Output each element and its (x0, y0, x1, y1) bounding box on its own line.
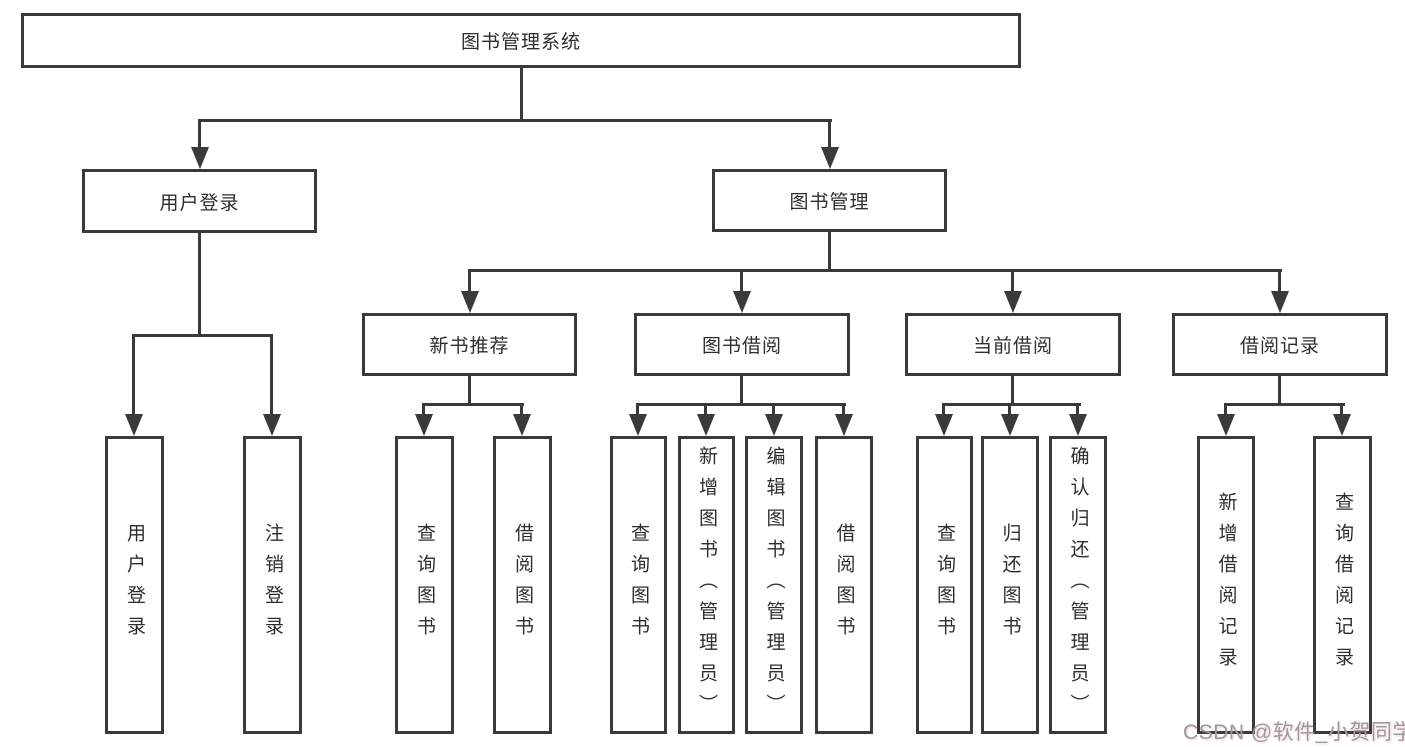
connector-new-books-bar (423, 403, 524, 406)
arrowhead-user-login (191, 147, 209, 169)
node-book-mgmt: 图书管理 (712, 169, 947, 232)
leaf-logout: 注销登录 (243, 436, 302, 734)
leaf-br-query-record-label: 查询借阅记录 (1332, 492, 1353, 678)
leaf-bb-edit-books-admin-label: 编辑图书（管理员） (763, 445, 785, 725)
arrowhead-book-mgmt (821, 147, 839, 169)
leaf-logout-label: 注销登录 (262, 523, 283, 647)
connector-stem-book-mgmt (828, 119, 831, 149)
connector-stem-cb-query (942, 403, 945, 416)
leaf-nb-query-books-label: 查询图书 (414, 523, 435, 647)
leaf-bb-query-books: 查询图书 (610, 436, 667, 734)
arrowhead-cb-return (1001, 414, 1019, 436)
leaf-nb-query-books: 查询图书 (395, 436, 454, 734)
arrowhead-nb-borrow (513, 414, 531, 436)
arrowhead-bb-borrow (835, 414, 853, 436)
node-new-books-label: 新书推荐 (429, 336, 510, 357)
connector-stem-cb-confirm (1076, 403, 1079, 416)
connector-current-borrow-bar (943, 403, 1081, 406)
node-new-books: 新书推荐 (362, 313, 577, 376)
node-user-login-label: 用户登录 (159, 192, 240, 214)
arrowhead-borrow-records (1271, 291, 1289, 313)
connector-user-login-bar (133, 334, 273, 337)
arrowhead-br-query (1333, 414, 1351, 436)
connector-stem-br-query (1340, 403, 1343, 416)
connector-stem-br-add (1224, 403, 1227, 416)
leaf-nb-borrow-books: 借阅图书 (493, 436, 552, 734)
connector-borrow-records-bar (1225, 403, 1345, 406)
leaf-cb-return-books-label: 归还图书 (999, 523, 1021, 647)
node-root-library-system: 图书管理系统 (21, 13, 1021, 68)
connector-book-mgmt-stem (828, 232, 831, 272)
connector-book-mgmt-bar (469, 269, 1282, 272)
leaf-br-query-record: 查询借阅记录 (1313, 436, 1372, 734)
leaf-bb-add-books-admin-label: 新增图书（管理员） (696, 445, 717, 725)
csdn-watermark: CSDN @软件_小贺同学 (1183, 721, 1405, 744)
node-current-borrow-label: 当前借阅 (972, 336, 1053, 357)
connector-book-borrow-bar (637, 403, 846, 406)
arrowhead-book-borrow (733, 291, 751, 313)
leaf-bb-edit-books-admin: 编辑图书（管理员） (745, 436, 803, 734)
node-user-login: 用户登录 (82, 169, 317, 233)
leaf-cb-query-books-label: 查询图书 (934, 523, 955, 647)
arrowhead-cb-confirm (1069, 414, 1087, 436)
leaf-cb-query-books: 查询图书 (916, 436, 973, 734)
leaf-bb-borrow-books-label: 借阅图书 (833, 523, 855, 647)
connector-stem-bb-add (704, 403, 707, 416)
connector-stem-borrow-records (1278, 269, 1281, 292)
connector-stem-bb-query (636, 403, 639, 416)
node-root-label: 图书管理系统 (460, 32, 581, 53)
arrowhead-current-borrow (1004, 291, 1022, 313)
connector-root-bar (198, 119, 832, 122)
node-book-mgmt-label: 图书管理 (789, 192, 870, 213)
node-borrow-records: 借阅记录 (1172, 313, 1388, 376)
leaf-bb-borrow-books: 借阅图书 (815, 436, 873, 734)
connector-user-login-stem (198, 233, 201, 336)
leaf-bb-query-books-label: 查询图书 (628, 523, 649, 647)
arrowhead-cb-query (935, 414, 953, 436)
leaf-br-add-record-label: 新增借阅记录 (1215, 492, 1237, 678)
leaf-user-login-label: 用户登录 (124, 523, 145, 647)
connector-stem-ul-logout (270, 334, 273, 416)
connector-book-borrow-stem (740, 376, 743, 405)
leaf-cb-confirm-return-admin-label: 确认归还（管理员） (1067, 445, 1089, 725)
connector-stem-ul-login (132, 334, 135, 416)
arrowhead-bb-add (697, 414, 715, 436)
connector-stem-user-login (198, 119, 201, 149)
arrowhead-new-books (461, 291, 479, 313)
connector-stem-nb-query (422, 403, 425, 416)
connector-stem-new-books (468, 269, 471, 292)
connector-stem-nb-borrow (520, 403, 523, 416)
leaf-bb-add-books-admin: 新增图书（管理员） (678, 436, 735, 734)
connector-current-borrow-stem (1011, 376, 1014, 405)
connector-stem-cb-return (1008, 403, 1011, 416)
leaf-user-login: 用户登录 (105, 436, 164, 734)
connector-root-stem (520, 68, 523, 121)
node-book-borrow: 图书借阅 (634, 313, 850, 376)
connector-stem-bb-borrow (842, 403, 845, 416)
arrowhead-ul-login (125, 414, 143, 436)
leaf-cb-return-books: 归还图书 (981, 436, 1039, 734)
connector-stem-book-borrow (740, 269, 743, 292)
connector-new-books-stem (468, 376, 471, 405)
arrowhead-nb-query (415, 414, 433, 436)
node-book-borrow-label: 图书借阅 (701, 336, 782, 357)
connector-stem-current-borrow (1011, 269, 1014, 292)
node-borrow-records-label: 借阅记录 (1239, 336, 1320, 357)
connector-stem-bb-edit (772, 403, 775, 416)
arrowhead-ul-logout (263, 414, 281, 436)
connector-borrow-records-stem (1278, 376, 1281, 405)
arrowhead-bb-query (629, 414, 647, 436)
arrowhead-br-add (1217, 414, 1235, 436)
leaf-nb-borrow-books-label: 借阅图书 (512, 523, 533, 647)
node-current-borrow: 当前借阅 (905, 313, 1121, 376)
arrowhead-bb-edit (765, 414, 783, 436)
leaf-cb-confirm-return-admin: 确认归还（管理员） (1049, 436, 1107, 734)
leaf-br-add-record: 新增借阅记录 (1197, 436, 1255, 734)
